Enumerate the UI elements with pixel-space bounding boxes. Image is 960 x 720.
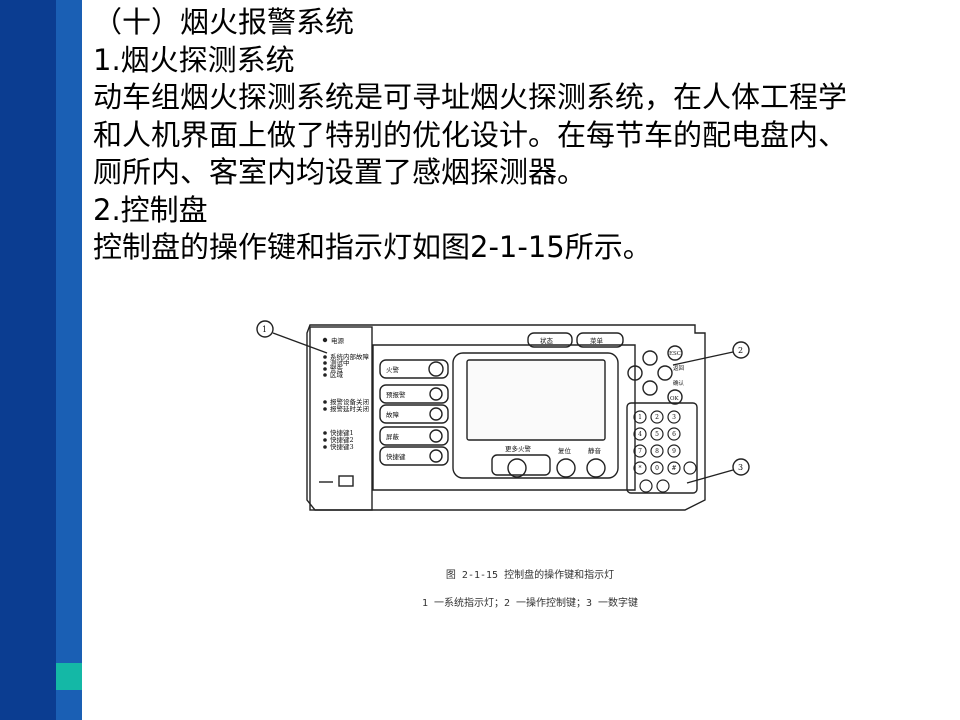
slide-heading: （十）烟火报警系统 <box>93 5 355 39</box>
ok-label: OK <box>670 396 680 402</box>
ok-button-icon <box>667 389 683 405</box>
indicator-label: 警告 <box>330 364 344 373</box>
indicator-label: 快捷键1 <box>330 428 354 437</box>
keypad-digit: 9 <box>672 448 676 455</box>
keypad-digit: 3 <box>672 414 676 421</box>
section-title-smoke-detection: 1.烟火探测系统 <box>93 42 295 77</box>
btn-shortcut-label: 快捷键 <box>386 452 406 461</box>
control-panel-diagram: 1 2 3 电源 系统内部故障 测试中 警告 区域 报警设备关闭 报警延时关闭 … <box>256 320 750 511</box>
indicator-label: 系统内部故障 <box>330 352 370 361</box>
left-decor-accent-teal <box>56 663 82 690</box>
btn-fault-outline <box>379 404 449 424</box>
display-screen <box>466 359 606 441</box>
panel-housing-outline <box>306 324 706 511</box>
btn-prealarm-outline <box>379 384 449 404</box>
control-panel-figure: 1 2 3 电源 系统内部故障 测试中 警告 区域 报警设备关闭 报警延时关闭 … <box>255 305 765 525</box>
paragraph-line: 厕所内、客室内均设置了感烟探测器。 <box>93 155 587 189</box>
btn-shortcut-outline <box>379 446 449 466</box>
left-decor-bar-blue-bottom <box>56 690 82 720</box>
callout-2-leader <box>672 351 734 366</box>
callout-1-label: 1 <box>262 325 267 334</box>
callout-3-label: 3 <box>738 463 743 472</box>
esc-button-icon <box>667 345 683 361</box>
indicator-label: 报警设备关闭 <box>330 397 369 406</box>
slide-text: （十）烟火报警系统 1.烟火探测系统 动车组烟火探测系统是可寻址烟火探测系统，在… <box>93 4 953 267</box>
reset-button-icon <box>556 458 576 478</box>
keypad-digit: 7 <box>638 448 642 455</box>
callout-2-label: 2 <box>738 346 743 355</box>
fire-button-icon <box>428 361 444 377</box>
btn-shield-label: 屏蔽 <box>386 432 400 441</box>
paragraph-figure-reference: 控制盘的操作键和指示灯如图2-1-15所示。 <box>93 230 652 264</box>
figure-caption-legend: 1 一系统指示灯；2 一操作控制键；3 一数字键 <box>421 598 639 609</box>
keypad-digit: * <box>639 465 642 472</box>
more-fire-button-outline <box>491 454 551 476</box>
keypad-digit: 4 <box>638 431 642 438</box>
btn-fire-outline <box>379 359 449 379</box>
indicator-power-label: 电源 <box>331 336 345 345</box>
callout-2-circle <box>732 341 750 359</box>
keypad-digit: # <box>671 465 676 472</box>
keypad-digits: 1 2 3 4 5 6 7 8 9 * 0 # <box>638 414 676 472</box>
callout-1-circle <box>256 320 274 338</box>
indicator-label: 快捷键3 <box>330 442 354 451</box>
more-fire-button-icon <box>507 458 527 478</box>
fault-button-icon <box>429 407 443 421</box>
callout-3-leader <box>686 469 734 484</box>
nav-right-icon <box>657 365 673 381</box>
prealarm-button-icon <box>429 387 443 401</box>
keypad-digit: 8 <box>655 448 659 455</box>
indicator-label: 快捷键2 <box>330 435 354 444</box>
tab-status-label: 状态 <box>540 336 554 345</box>
indicator-strip-outline <box>309 326 373 511</box>
figure-caption-title: 图 2-1-15 控制盘的操作键和指示灯 <box>445 570 615 581</box>
indicator-label: 测试中 <box>330 358 350 367</box>
display-bezel <box>452 352 619 479</box>
callout-1-leader <box>272 332 328 354</box>
silence-button-icon <box>586 458 606 478</box>
btn-prealarm-label: 预报警 <box>386 390 406 399</box>
keypad-digit: 2 <box>655 414 659 421</box>
paragraph-line: 和人机界面上做了特别的优化设计。在每节车的配电盘内、 <box>93 117 848 152</box>
nav-down-icon <box>642 380 658 396</box>
port-outline <box>338 475 354 487</box>
section-title-control-panel: 2.控制盘 <box>93 192 208 227</box>
btn-fire-label: 火警 <box>386 365 400 374</box>
reset-label: 复位 <box>558 446 572 455</box>
keypad-keys <box>633 410 697 493</box>
tab-menu-label: 菜单 <box>590 336 604 345</box>
keypad-digit: 6 <box>672 431 676 438</box>
keypad-digit: 1 <box>638 414 642 421</box>
shield-button-icon <box>429 429 443 443</box>
inner-panel-outline <box>372 344 636 491</box>
callout-3-circle <box>732 458 750 476</box>
silence-label: 静音 <box>588 446 602 455</box>
left-decor-bar-dark <box>0 0 56 720</box>
more-fire-label: 更多火警 <box>505 444 532 453</box>
esc-label: ESC <box>669 351 681 357</box>
left-decor-bar-blue <box>56 0 82 663</box>
tab-status-outline <box>527 332 573 348</box>
shortcut-button-icon <box>429 449 443 463</box>
keypad-digit: 0 <box>655 465 659 472</box>
btn-fault-label: 故障 <box>386 410 400 419</box>
indicator-label: 区域 <box>330 370 344 379</box>
back-label: 返回 <box>673 365 685 372</box>
nav-up-icon <box>642 350 658 366</box>
indicator-dots <box>322 337 328 449</box>
confirm-label: 确认 <box>673 379 685 387</box>
paragraph-line: 动车组烟火探测系统是可寻址烟火探测系统，在人体工程学 <box>93 80 848 114</box>
btn-shield-outline <box>379 426 449 446</box>
indicator-label: 报警延时关闭 <box>330 404 369 413</box>
nav-left-icon <box>627 365 643 381</box>
keypad-outline <box>626 402 698 494</box>
tab-menu-outline <box>576 332 624 348</box>
keypad-digit: 5 <box>655 431 659 438</box>
